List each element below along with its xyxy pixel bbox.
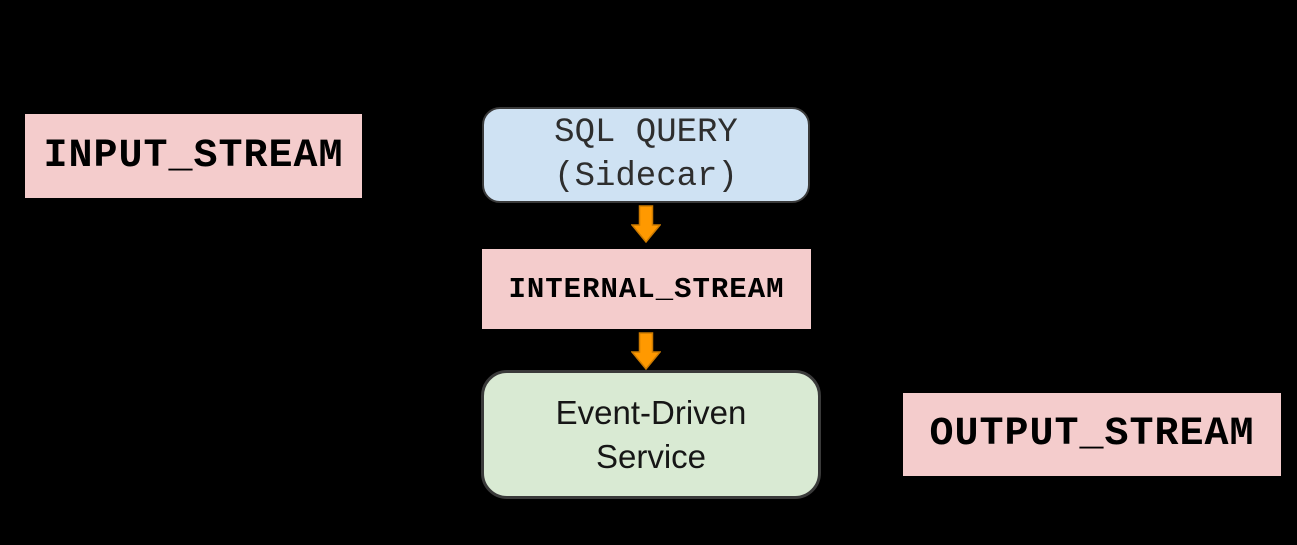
- node-event-driven-line2: Service: [595, 437, 707, 475]
- node-sql-query-line1: SQL QUERY: [554, 114, 738, 152]
- node-input-stream-label: INPUT_STREAM: [43, 133, 344, 179]
- node-input-stream: INPUT_STREAM: [23, 112, 364, 200]
- down-arrow-shape: [631, 332, 661, 370]
- down-arrow-icon: [631, 332, 661, 370]
- node-sql-query-line2: (Sidecar): [554, 158, 738, 196]
- down-arrow-shape: [631, 205, 661, 243]
- node-event-driven-service: Event-Driven Service: [481, 370, 821, 499]
- node-event-driven-line1: Event-Driven: [555, 393, 747, 431]
- node-internal-stream: INTERNAL_STREAM: [480, 247, 813, 331]
- node-output-stream: OUTPUT_STREAM: [901, 391, 1283, 478]
- node-sql-query: SQL QUERY (Sidecar): [482, 107, 810, 203]
- down-arrow-icon: [631, 205, 661, 243]
- node-output-stream-label: OUTPUT_STREAM: [929, 412, 1255, 457]
- node-internal-stream-label: INTERNAL_STREAM: [508, 272, 785, 306]
